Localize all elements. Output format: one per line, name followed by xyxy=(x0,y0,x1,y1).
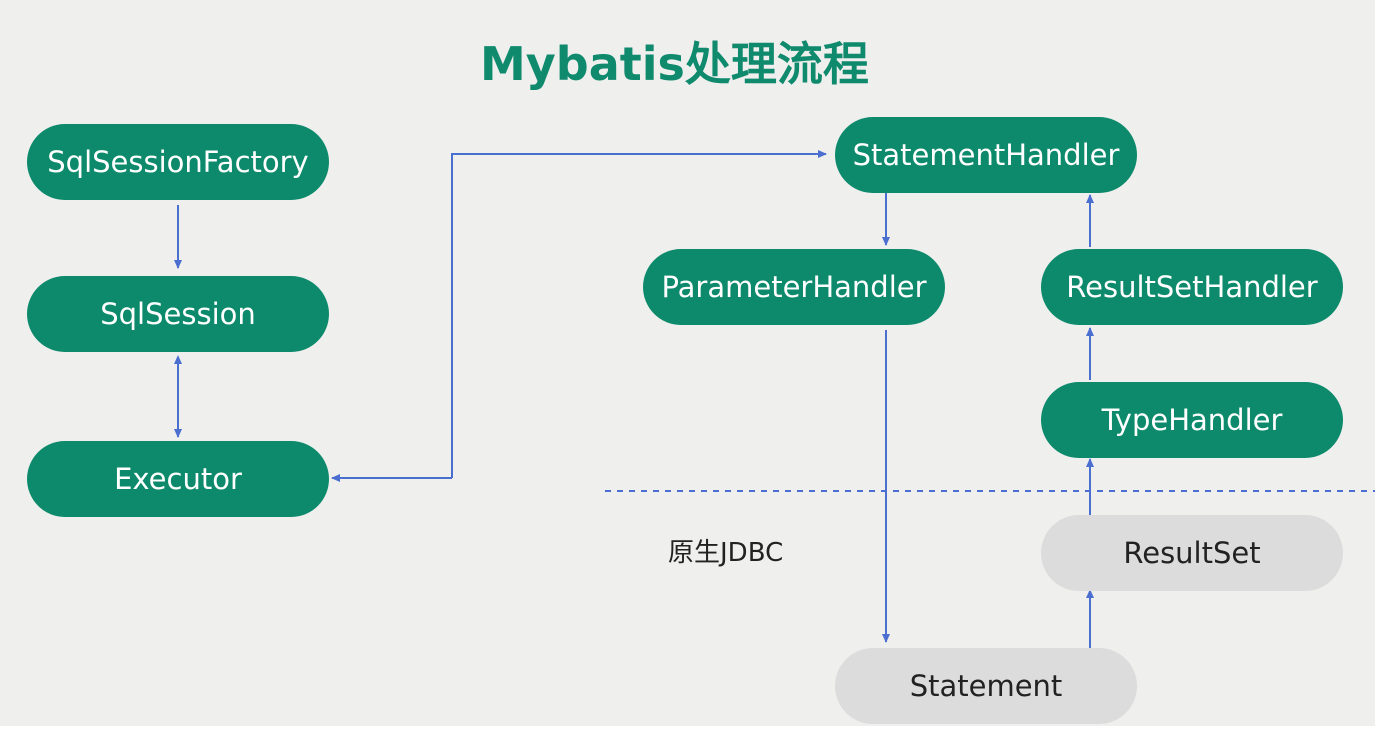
node-statement: Statement xyxy=(835,648,1137,724)
node-statementhandler: StatementHandler xyxy=(835,117,1137,193)
node-sqlsessionfactory: SqlSessionFactory xyxy=(27,124,329,200)
node-parameterhandler: ParameterHandler xyxy=(643,249,945,325)
node-typehandler: TypeHandler xyxy=(1041,382,1343,458)
native-jdbc-label: 原生JDBC xyxy=(668,538,784,568)
node-sqlsession: SqlSession xyxy=(27,276,329,352)
arrow-executor-to-statementhandler xyxy=(451,150,827,478)
node-executor: Executor xyxy=(27,441,329,517)
diagram-title: Mybatis处理流程 xyxy=(480,37,869,91)
bottom-strip xyxy=(0,726,1375,737)
node-resultsethandler: ResultSetHandler xyxy=(1041,249,1343,325)
node-resultset: ResultSet xyxy=(1041,515,1343,591)
